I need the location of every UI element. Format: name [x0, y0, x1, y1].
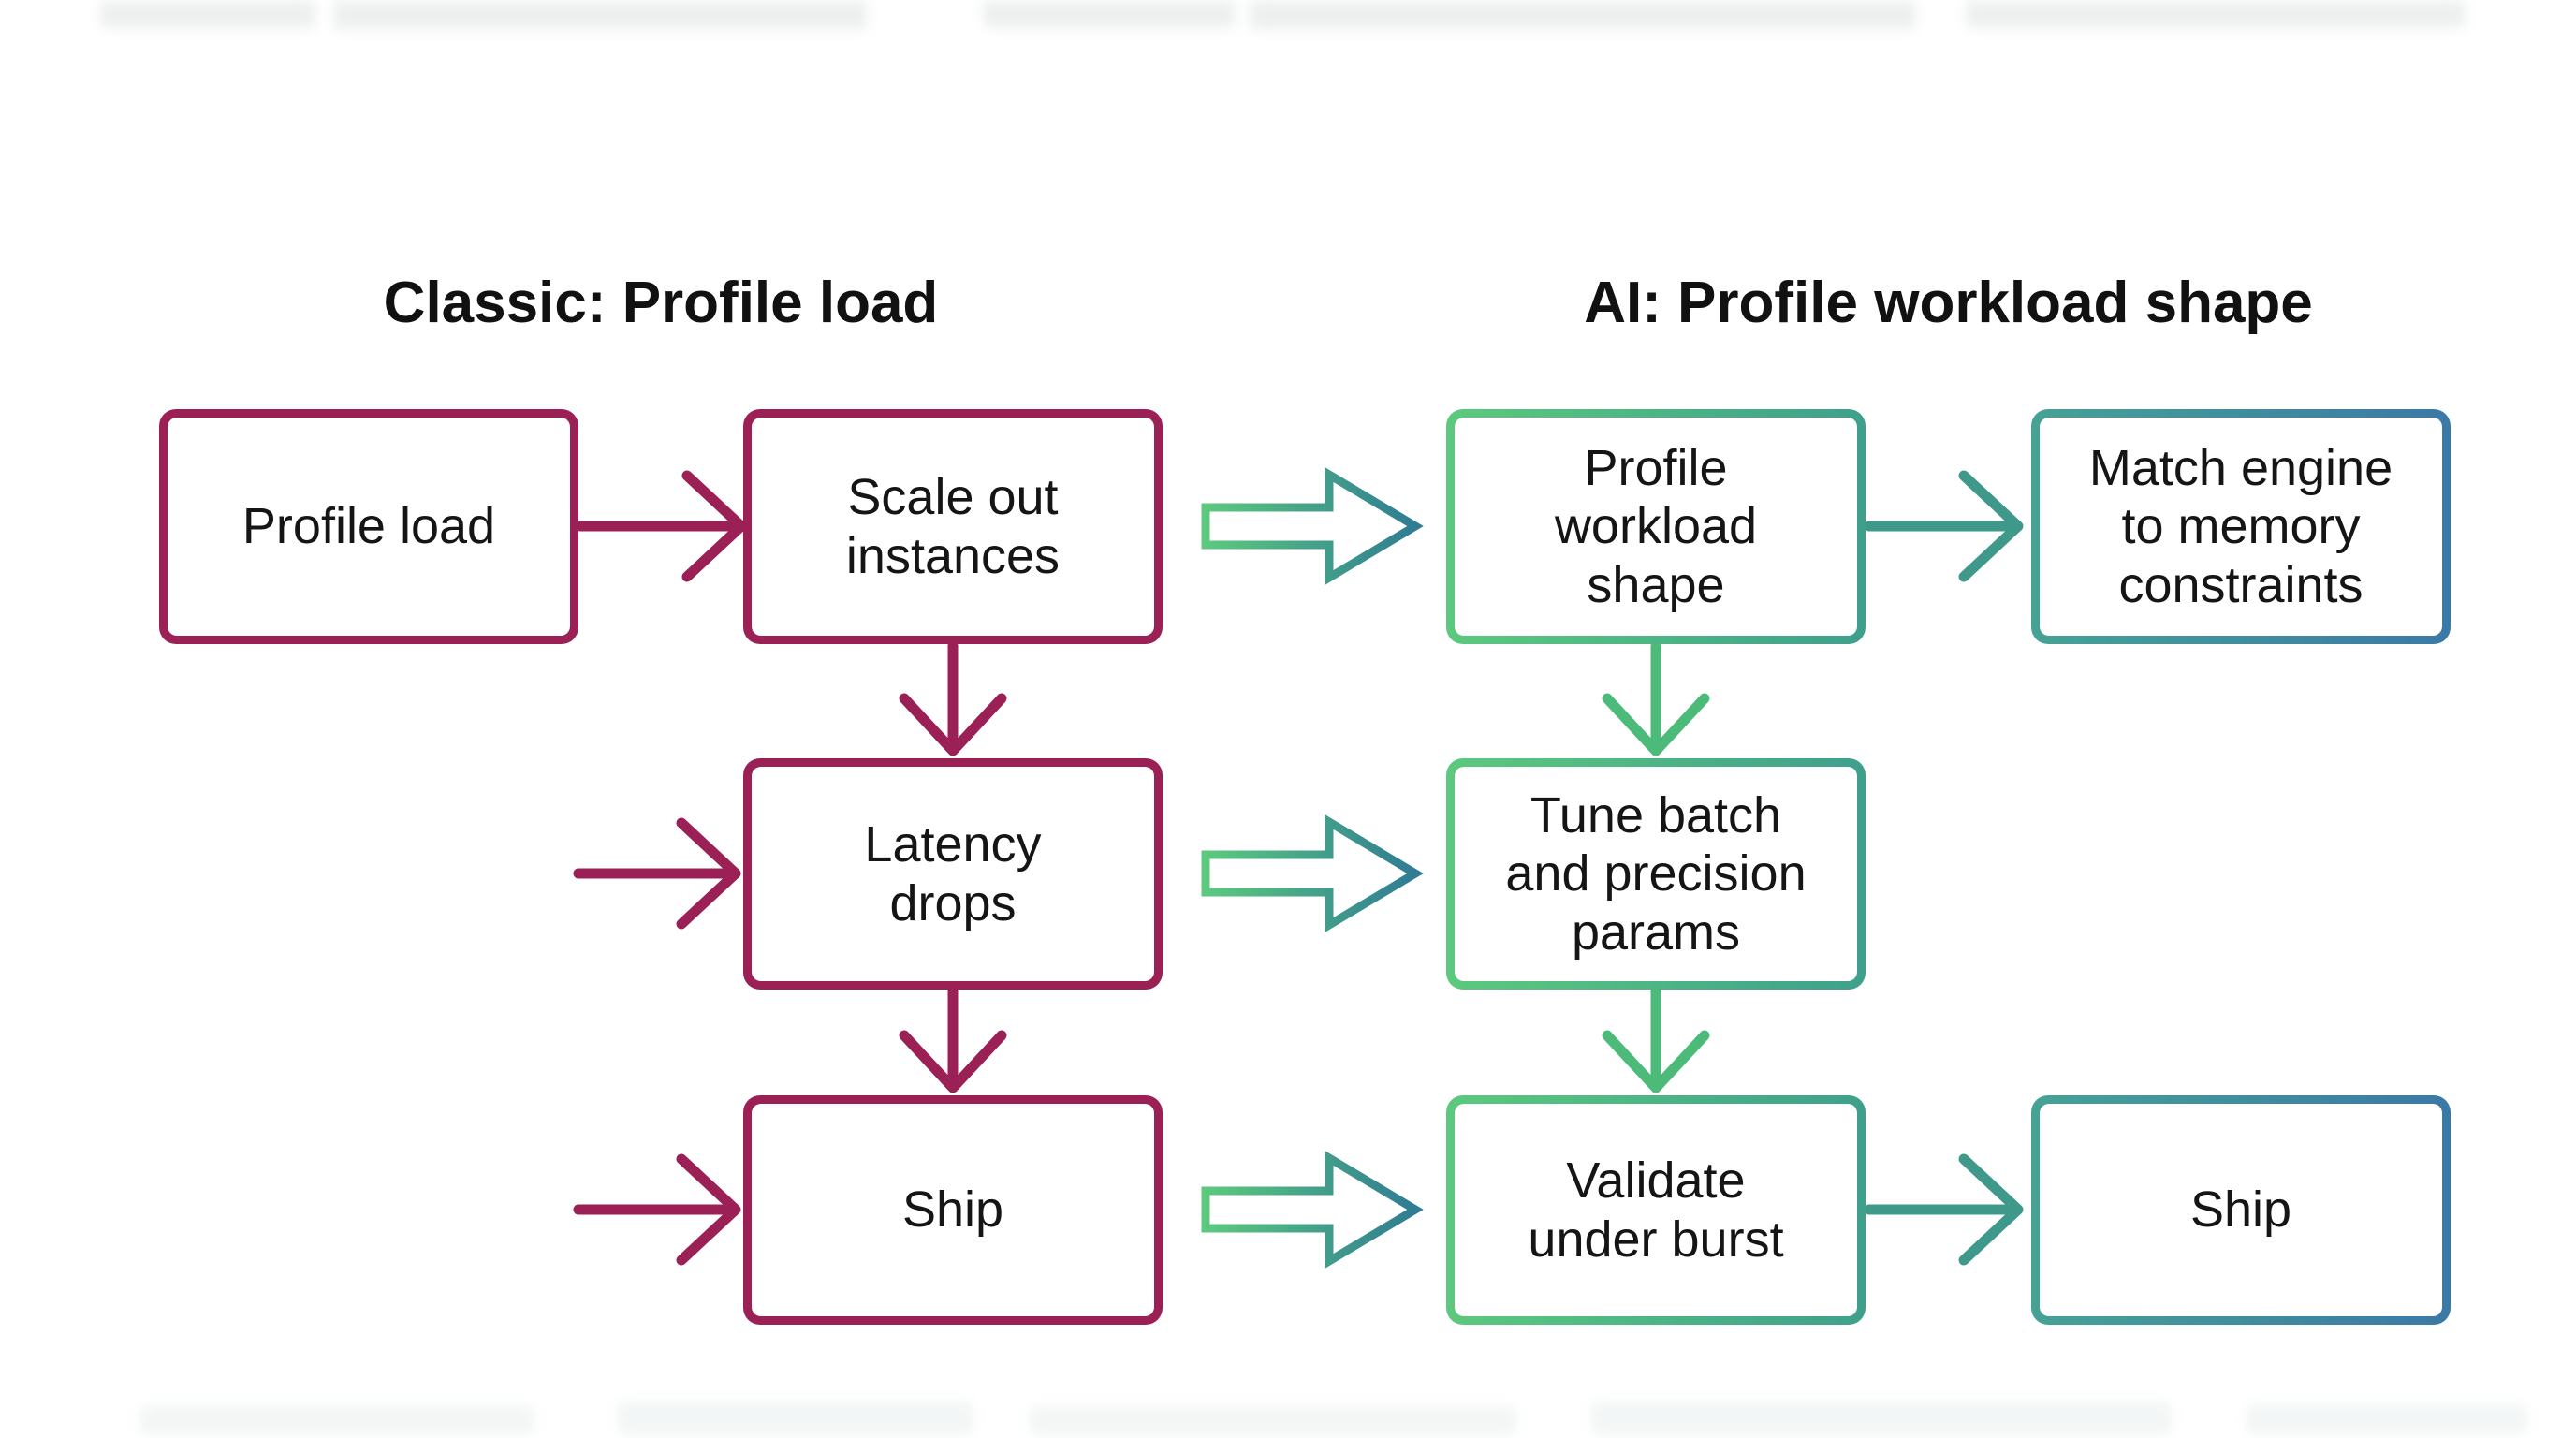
box-match-engine-label: Match engine to memory constraints	[2088, 439, 2393, 613]
arrow-validate-to-ship-right	[1864, 1153, 2024, 1266]
box-ship-right: Ship	[2031, 1095, 2451, 1325]
box-ship-left-label: Ship	[901, 1181, 1004, 1239]
cropped-text-artifact	[333, 0, 867, 30]
box-latency-drops: Latency drops	[743, 758, 1163, 990]
box-validate-under-burst: Validate under burst	[1446, 1095, 1866, 1325]
box-scale-out-instances: Scale out instances	[743, 409, 1163, 644]
box-tune-batch-label: Tune batch and precision params	[1505, 786, 1807, 961]
cropped-text-artifact	[1966, 0, 2466, 28]
arrow-into-latency-drops	[573, 817, 741, 930]
arrow-profile-load-to-scale-out	[575, 470, 747, 582]
box-match-engine: Match engine to memory constraints	[2031, 409, 2451, 644]
box-profile-load-label: Profile load	[242, 498, 496, 555]
cropped-text-artifact	[1591, 1401, 2172, 1435]
big-arrow-row1-classic-to-ai	[1201, 467, 1424, 585]
cropped-text-artifact	[100, 0, 315, 28]
ai-flow-title: AI: Profile workload shape	[1584, 271, 2313, 335]
box-ship-right-label: Ship	[2189, 1181, 2292, 1239]
arrow-into-ship-left	[573, 1153, 741, 1266]
big-arrow-row2-classic-to-ai	[1201, 814, 1424, 932]
classic-flow-title: Classic: Profile load	[383, 271, 939, 335]
box-latency-drops-label: Latency drops	[864, 815, 1042, 932]
cropped-text-artifact	[140, 1406, 534, 1434]
cropped-text-artifact	[1250, 0, 1916, 30]
arrow-tune-batch-to-validate	[1602, 986, 1710, 1093]
box-scale-out-instances-label: Scale out instances	[845, 468, 1061, 584]
arrow-latency-drops-to-ship	[899, 986, 1007, 1093]
box-profile-workload-shape: Profile workload shape	[1446, 409, 1866, 644]
box-validate-under-burst-label: Validate under burst	[1528, 1152, 1784, 1268]
arrow-profile-workload-to-tune-batch	[1602, 640, 1710, 756]
cropped-text-artifact	[1030, 1407, 1516, 1435]
big-arrow-row3-classic-to-ai	[1201, 1151, 1424, 1269]
box-ship-left: Ship	[743, 1095, 1163, 1325]
arrow-profile-workload-to-match-engine	[1864, 470, 2024, 582]
cropped-text-artifact	[983, 0, 1236, 28]
cropped-text-artifact	[2247, 1404, 2527, 1434]
cropped-text-artifact	[618, 1401, 973, 1435]
box-profile-workload-shape-label: Profile workload shape	[1554, 439, 1758, 613]
arrow-scale-out-to-latency-drops	[899, 640, 1007, 756]
box-profile-load: Profile load	[159, 409, 578, 644]
box-tune-batch: Tune batch and precision params	[1446, 758, 1866, 990]
